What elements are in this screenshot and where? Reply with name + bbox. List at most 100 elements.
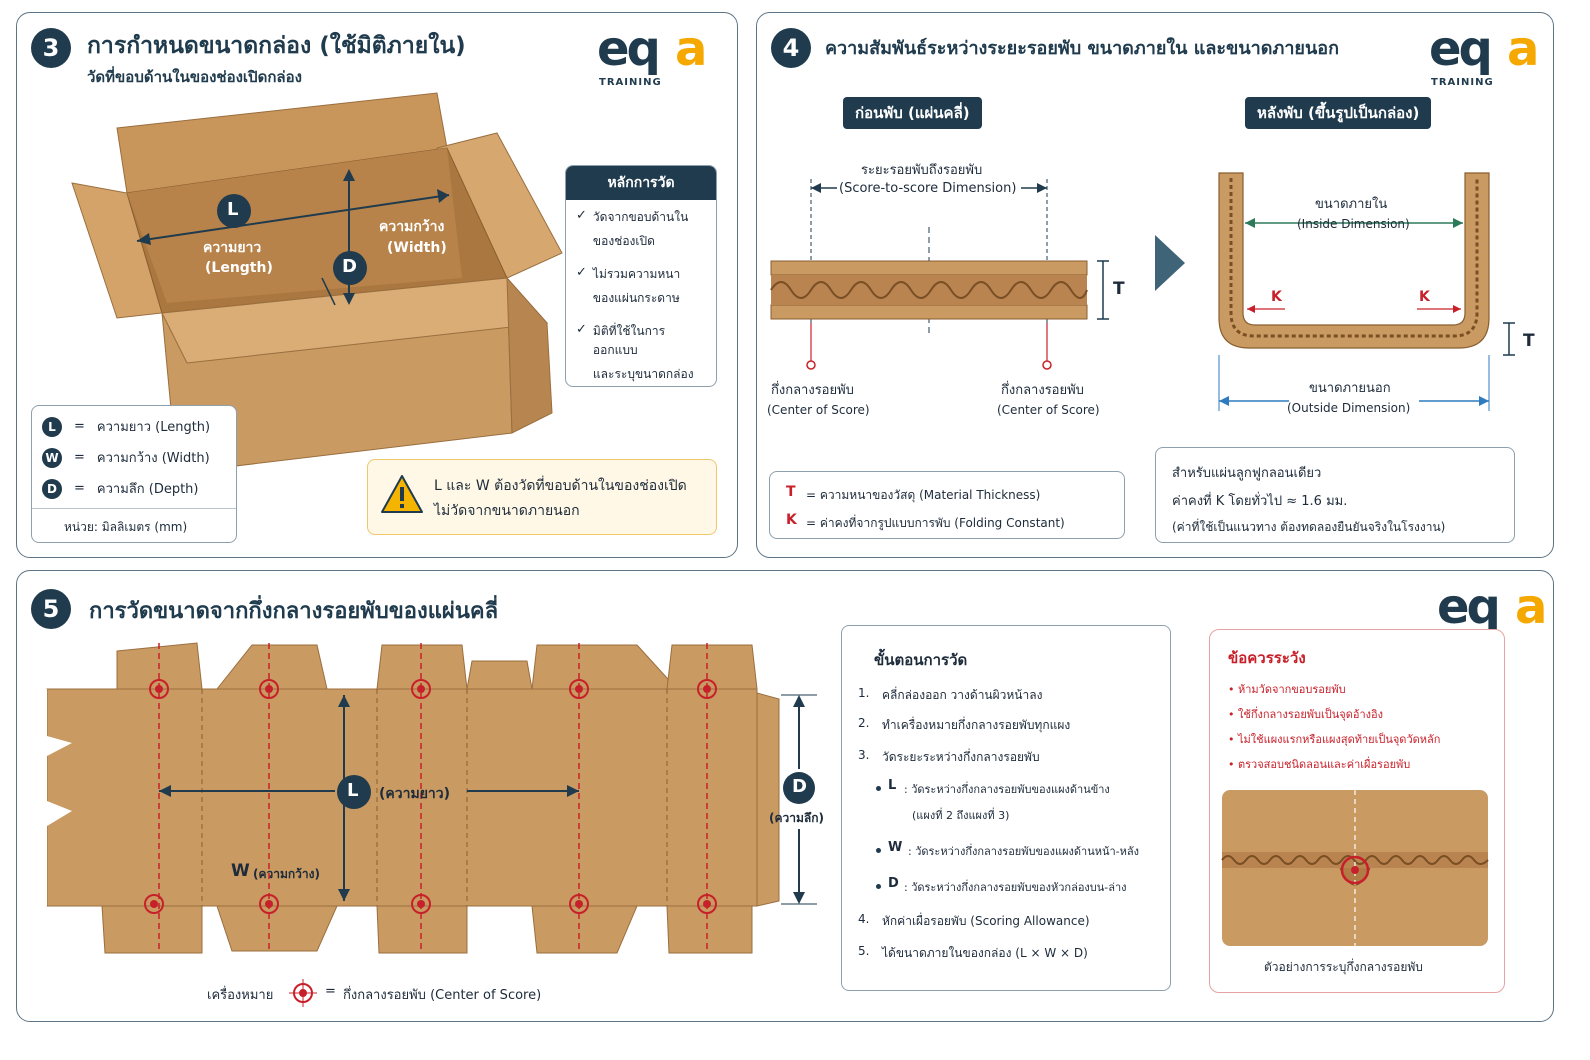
panel-4: 4 ความสัมพันธ์ระหว่างระยะรอยพับ ขนาดภายใ… — [756, 12, 1554, 558]
principle-item: ✓ ไม่รวมความหนาของแผ่นกระดาษ — [576, 265, 708, 308]
substep-text: : วัดระหว่างกึ่งกลางรอยพับของแผงด้านข้าง — [904, 783, 1110, 796]
step-number: 1. — [858, 686, 870, 700]
logo-a: a — [1515, 579, 1548, 635]
legend-text: ความกว้าง (Width) — [96, 451, 210, 466]
legend-eq: = — [74, 481, 85, 496]
substep-text: : วัดระหว่างกึ่งกลางรอยพับของแผงด้านหน้า… — [908, 845, 1140, 858]
principles-list: ✓ วัดจากขอบด้านในของช่องเปิด ✓ ไม่รวมควา… — [566, 200, 716, 384]
check-icon: ✓ — [576, 208, 587, 223]
bullet-dot — [876, 848, 881, 853]
logo-training: TRAINING — [599, 77, 662, 88]
caution-text: ห้ามวัดจากขอบรอยพับ — [1238, 683, 1346, 696]
thickness-T-label: T — [1113, 279, 1125, 299]
bullet-dot — [876, 786, 881, 791]
photo-caption: ตัวอย่างการระบุกึ่งกลางรอยพับ — [1264, 960, 1423, 974]
caution-text: ไม่ใช้แผงแรกหรือแผงสุดท้ายเป็นจุดวัดหลัก — [1238, 733, 1441, 746]
score-th-label: ระยะรอยพับถึงรอยพับ — [861, 163, 983, 178]
legend-row: D = ความลึก (Depth) — [42, 478, 198, 499]
def-K-text: = ค่าคงที่จากรูปแบบการพับ (Folding Const… — [806, 516, 1065, 530]
step-text: หักค่าเผื่อรอยพับ (Scoring Allowance) — [882, 914, 1090, 928]
marker-legend-eq: = — [325, 984, 336, 999]
principle-line: ไม่รวมความหนา — [592, 267, 681, 281]
legend-divider — [32, 508, 236, 509]
after-fold-tag: หลังพับ (ขึ้นรูปเป็นกล่อง) — [1245, 97, 1432, 129]
def-K-key: K — [786, 512, 797, 528]
unit-label: หน่วย: มิลลิเมตร (mm) — [64, 520, 188, 534]
outside-dimension-arrow — [1218, 355, 1490, 411]
principles-title: หลักการวัด — [566, 166, 716, 200]
caution-title: ข้อควรระวัง — [1228, 649, 1306, 667]
legend-key: D — [42, 478, 62, 499]
unfolded-blank-diagram — [39, 642, 817, 1007]
warning-line-2: ไม่วัดจากขนาดภายนอก — [434, 503, 580, 519]
folded-u-channel — [1218, 172, 1490, 349]
note-line-3: (ค่าที่ใช้เป็นแนวทาง ต้องทดลองยืนยันจริง… — [1172, 520, 1446, 534]
center-score-th-left: กึ่งกลางรอยพับ — [771, 383, 854, 398]
blank-label-D: D — [792, 776, 807, 797]
caution-item: • ใช้กึ่งกลางรอยพับเป็นจุดอ้างอิง — [1228, 708, 1383, 721]
length-th-label: ความยาว — [203, 240, 262, 256]
blank-label-W: W — [231, 861, 250, 881]
caution-box: ข้อควรระวัง • ห้ามวัดจากขอบรอยพับ • ใช้ก… — [1209, 629, 1505, 993]
panel-3-number: 3 — [31, 28, 71, 68]
caution-item: • ตรวจสอบชนิดลอนและค่าเผื่อรอยพับ — [1228, 758, 1411, 771]
warning-icon — [381, 475, 423, 513]
marker-legend-label: เครื่องหมาย — [207, 988, 274, 1003]
panel-4-title: ความสัมพันธ์ระหว่างระยะรอยพับ ขนาดภายใน … — [825, 38, 1339, 59]
substep-key: D — [888, 876, 899, 891]
blank-shape — [39, 642, 780, 954]
logo-eq: eq — [1429, 21, 1493, 77]
caution-item: • ห้ามวัดจากขอบรอยพับ — [1228, 683, 1346, 696]
box-label-L: L — [227, 199, 239, 220]
width-th-label: ความกว้าง — [379, 219, 445, 235]
panel-5-title: การวัดขนาดจากกึ่งกลางรอยพับของแผ่นคลี่ — [89, 599, 499, 624]
step-text: คลี่กล่องออก วางด้านผิวหน้าลง — [882, 688, 1043, 702]
logo-eq: eq — [597, 21, 661, 77]
substep-key: W — [888, 840, 903, 855]
panel-3-subtitle: วัดที่ขอบด้านในของช่องเปิดกล่อง — [87, 68, 302, 86]
score-en-label: (Score-to-score Dimension) — [839, 181, 1017, 196]
k-label-left: K — [1271, 289, 1282, 305]
length-arrow — [159, 775, 579, 809]
check-icon: ✓ — [576, 322, 587, 337]
step-number: 5. — [858, 944, 870, 958]
legend-eq: = — [74, 419, 85, 434]
blank-depth-label: (ความลึก) — [769, 811, 825, 825]
legend-text: ความลึก (Depth) — [96, 482, 199, 497]
box-label-D: D — [342, 256, 357, 277]
panel-5-number: 5 — [31, 589, 71, 629]
caution-text: ตรวจสอบชนิดลอนและค่าเผื่อรอยพับ — [1238, 758, 1411, 771]
step-number: 4. — [858, 912, 870, 926]
thickness-T-marker — [1097, 260, 1109, 320]
length-en-label: (Length) — [205, 260, 273, 276]
definitions-box: T = ความหนาของวัสดุ (Material Thickness)… — [769, 471, 1125, 539]
blank-label-L: L — [347, 780, 359, 801]
open-box-illustration — [71, 92, 563, 474]
def-T-text: = ความหนาของวัสดุ (Material Thickness) — [806, 488, 1041, 502]
inside-dim-th: ขนาดภายใน — [1315, 197, 1388, 212]
principle-line: ของช่องเปิด — [592, 234, 655, 248]
center-score-en-left: (Center of Score) — [767, 403, 870, 417]
principle-line: วัดจากขอบด้านใน — [592, 210, 689, 224]
outside-dim-th: ขนาดภายนอก — [1309, 381, 1391, 396]
inside-dimension-arrow — [1245, 218, 1463, 228]
marker-legend-icon — [289, 979, 317, 1007]
caution-item: • ไม่ใช้แผงแรกหรือแผงสุดท้ายเป็นจุดวัดหล… — [1228, 733, 1441, 746]
blank-width-label: (ความกว้าง) — [253, 867, 320, 881]
principle-line: มิติที่ใช้ในการออกแบบ — [592, 324, 666, 357]
legend-row: L = ความยาว (Length) — [42, 416, 210, 437]
note-line-1: สำหรับแผ่นลูกฟูกลอนเดียว — [1172, 466, 1322, 481]
flat-board-diagram — [770, 172, 1515, 411]
legend-key: L — [42, 416, 62, 437]
logo-a: a — [1507, 21, 1540, 77]
thickness-T-marker-right — [1503, 322, 1515, 356]
center-score-en-right: (Center of Score) — [997, 403, 1100, 417]
warning-box: L และ W ต้องวัดที่ขอบด้านในของช่องเปิด ไ… — [367, 459, 717, 535]
def-T-key: T — [786, 484, 796, 500]
substep-text: : วัดระหว่างกึ่งกลางรอยพับของหัวกล่องบน-… — [904, 881, 1127, 894]
thickness-T-label-right: T — [1523, 331, 1535, 351]
principle-line: และระบุขนาดกล่อง — [592, 367, 694, 381]
panel-4-number: 4 — [771, 28, 811, 68]
step-text: ได้ขนาดภายในของกล่อง (L × W × D) — [882, 946, 1088, 960]
legend-row: W = ความกว้าง (Width) — [42, 447, 210, 468]
